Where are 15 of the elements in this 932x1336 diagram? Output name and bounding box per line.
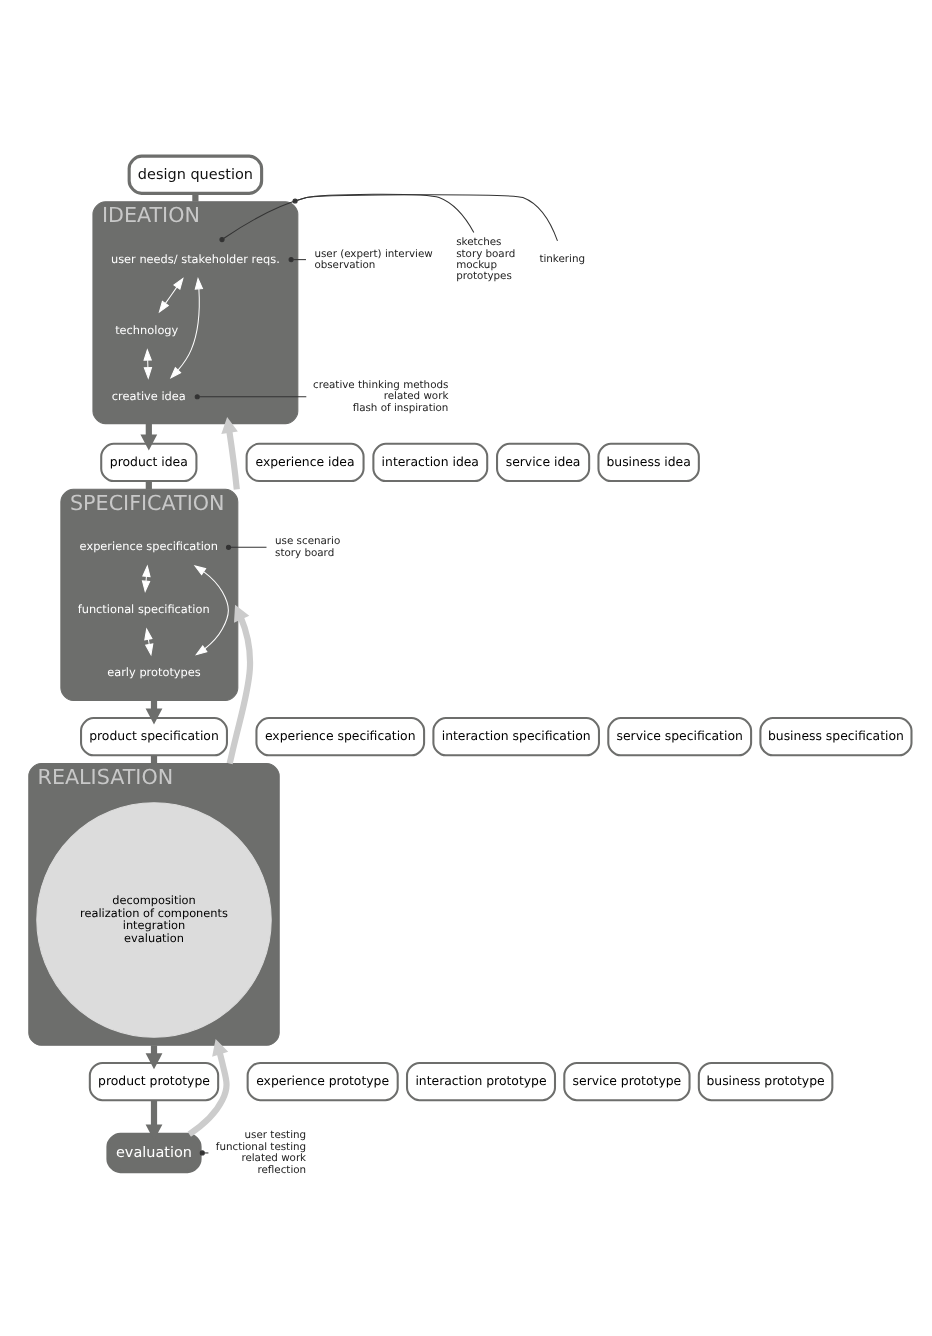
connector bbox=[225, 544, 267, 550]
connector bbox=[219, 193, 475, 243]
arrow bbox=[187, 1038, 230, 1137]
arrow bbox=[221, 417, 240, 490]
arrow bbox=[158, 277, 184, 314]
arrow bbox=[141, 564, 151, 594]
arrow bbox=[193, 565, 229, 656]
arrow bbox=[169, 276, 204, 379]
arrow bbox=[144, 627, 154, 657]
connector bbox=[288, 257, 307, 263]
connector bbox=[145, 481, 152, 490]
connector bbox=[199, 1150, 209, 1156]
connector bbox=[292, 194, 558, 242]
connector bbox=[192, 193, 199, 202]
connector bbox=[150, 755, 158, 764]
